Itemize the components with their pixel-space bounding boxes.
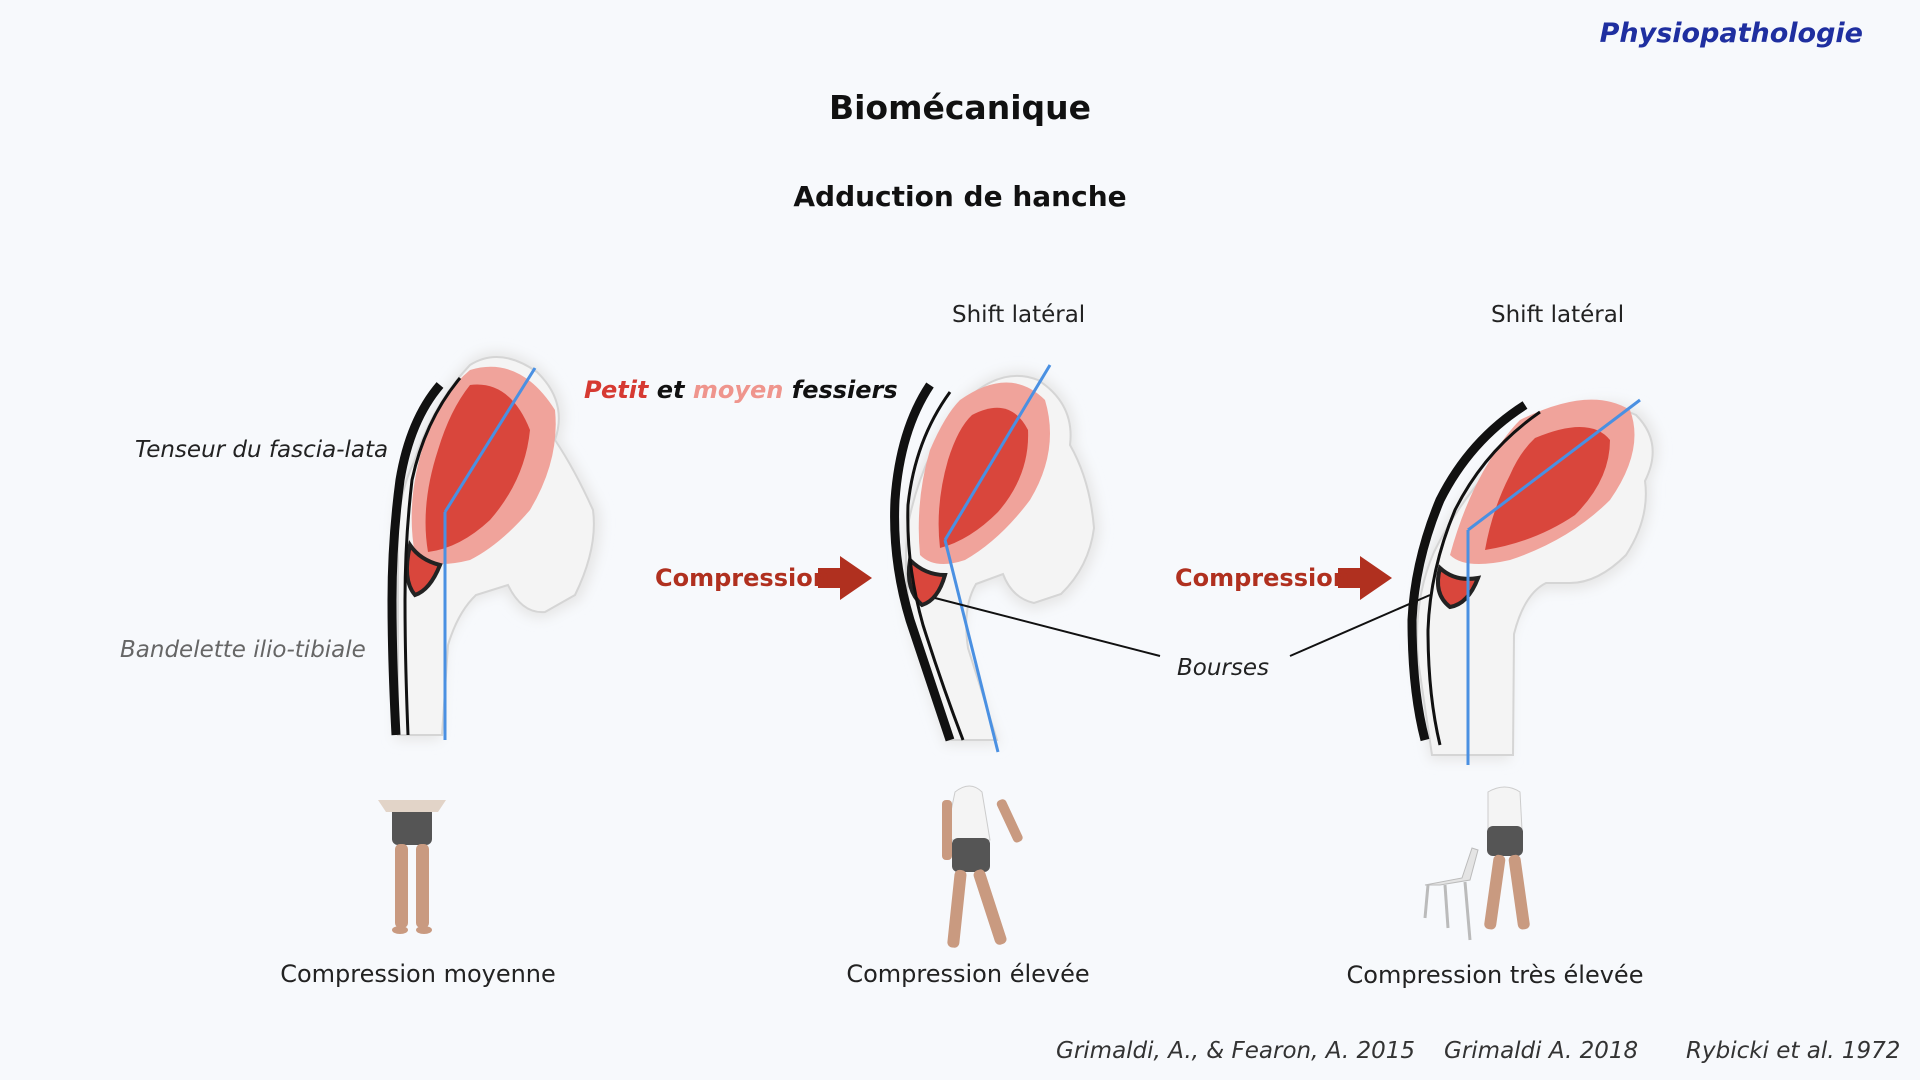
stance-photo-very-elevated xyxy=(1423,786,1530,941)
compression-arrow-1 xyxy=(818,556,872,600)
caption-very-elevated: Compression très élevée xyxy=(1346,961,1644,989)
glutes-petit: Petit xyxy=(584,376,649,404)
glutes-fessiers: fessiers xyxy=(783,376,898,404)
shift-label-1: Shift latéral xyxy=(952,302,1086,328)
shift-label-2: Shift latéral xyxy=(1491,302,1625,328)
reference-1: Grimaldi, A., & Fearon, A. 2015 xyxy=(1056,1038,1416,1064)
reference-3: Rybicki et al. 1972 xyxy=(1686,1038,1901,1064)
page-subtitle: Adduction de hanche xyxy=(793,180,1127,213)
glutes-label: Petit et moyen fessiers xyxy=(584,376,898,404)
bursae-leader-2 xyxy=(1289,594,1431,657)
femur-very-elevated xyxy=(1407,398,1658,765)
bursae-leader-1 xyxy=(934,597,1161,657)
reference-2: Grimaldi A. 2018 xyxy=(1444,1038,1639,1064)
page-title: Biomécanique xyxy=(828,88,1092,127)
glutes-moyen: moyen xyxy=(692,376,784,404)
femur-elevated xyxy=(890,364,1100,753)
femur-neutral xyxy=(387,351,601,740)
tensor-label: Tenseur du fascia-lata xyxy=(135,437,389,463)
caption-elevated: Compression élevée xyxy=(846,960,1090,988)
caption-neutral: Compression moyenne xyxy=(280,960,556,988)
stance-photo-neutral xyxy=(378,800,446,934)
stance-photo-elevated xyxy=(942,785,1023,948)
compression-label-2: Compression xyxy=(1175,564,1350,592)
section-label: Physiopathologie xyxy=(1599,18,1863,49)
compression-label-1: Compression xyxy=(655,564,830,592)
it-band-label: Bandelette ilio-tibiale xyxy=(120,637,366,663)
glutes-et: et xyxy=(648,376,693,404)
compression-arrow-2 xyxy=(1338,556,1392,600)
bursae-label: Bourses xyxy=(1177,655,1269,681)
